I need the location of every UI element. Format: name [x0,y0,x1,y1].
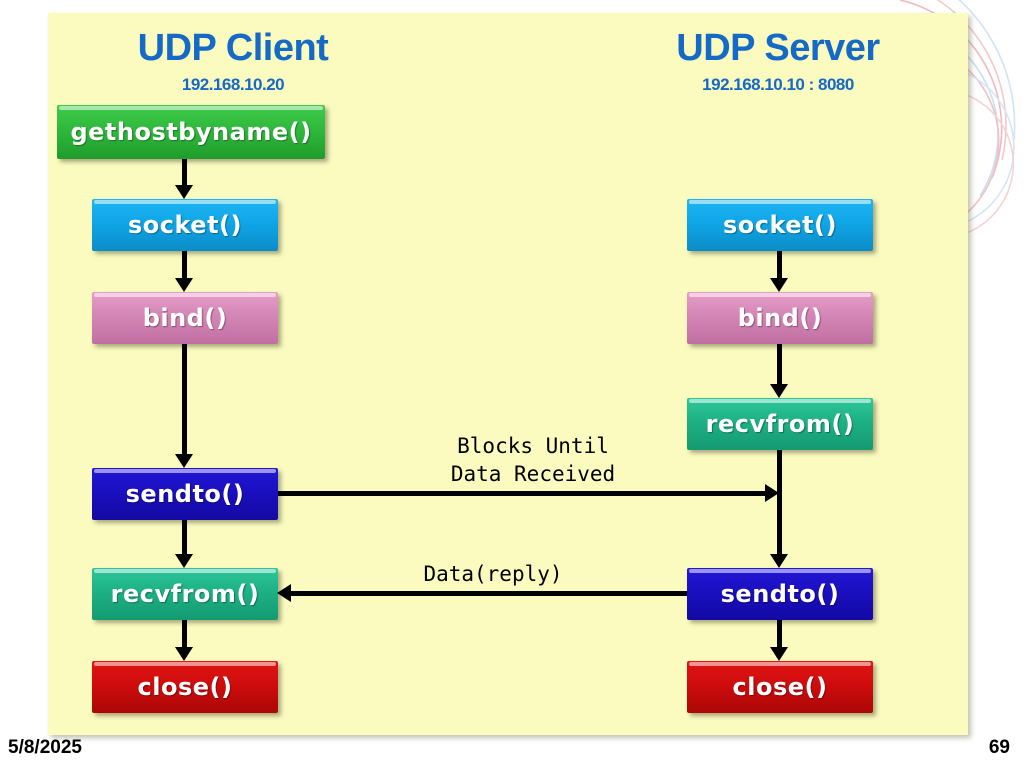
footer-date: 5/8/2025 [8,737,82,758]
client-step-recvfrom-label: recvfrom() [110,580,260,608]
connector-client-socket-bind [182,251,187,278]
arrowhead-reply [277,584,291,602]
client-column-title: UDP Client [137,27,329,69]
arrowhead-server-recvfrom-sendto [770,554,788,568]
arrowhead-client-socket-bind [175,278,193,292]
client-step-close-label: close() [137,673,233,701]
client-step-gethostbyname[interactable]: gethostbyname() [57,105,325,159]
connector-client-sendto-recvfrom [182,520,187,554]
client-step-socket[interactable]: socket() [92,199,278,251]
arrowhead-server-bind-recvfrom [770,384,788,398]
client-step-sendto-label: sendto() [125,480,245,508]
slide-panel: UDP Client 192.168.10.20 UDP Server 192.… [48,13,968,735]
server-step-close[interactable]: close() [687,661,873,713]
connector-client-gethostbyname-socket [182,159,187,187]
server-step-recvfrom[interactable]: recvfrom() [687,398,873,450]
edge-label-reply: Data(reply) [423,562,563,586]
server-step-socket[interactable]: socket() [687,199,873,251]
arrowhead-client-sendto-recvfrom [175,554,193,568]
connector-request-line [278,491,765,496]
server-step-sendto-label: sendto() [720,580,840,608]
arrowhead-client-recvfrom-close [175,647,193,661]
server-step-socket-label: socket() [722,211,837,239]
server-step-sendto[interactable]: sendto() [687,568,873,620]
client-step-close[interactable]: close() [92,661,278,713]
arrowhead-server-socket-bind [770,278,788,292]
arrowhead-client-gethostbyname-socket [175,185,193,199]
server-step-bind[interactable]: bind() [687,292,873,344]
client-step-recvfrom[interactable]: recvfrom() [92,568,278,620]
connector-reply-line [291,591,687,596]
connector-server-socket-bind [777,251,782,278]
connector-server-bind-recvfrom [777,344,782,384]
server-step-close-label: close() [732,673,828,701]
client-step-bind-label: bind() [142,304,228,332]
connector-client-bind-sendto [182,344,187,454]
arrowhead-server-sendto-close [770,647,788,661]
server-column-title: UDP Server [676,27,880,69]
server-step-bind-label: bind() [737,304,823,332]
client-step-bind[interactable]: bind() [92,292,278,344]
edge-label-request: Blocks Until Data Received [450,434,616,486]
server-step-recvfrom-label: recvfrom() [705,410,855,438]
connector-server-sendto-close [777,620,782,647]
server-address-label: 192.168.10.10 : 8080 [702,75,854,94]
client-step-sendto[interactable]: sendto() [92,468,278,520]
connector-client-recvfrom-close [182,620,187,647]
arrowhead-client-bind-sendto [175,454,193,468]
connector-server-recvfrom-sendto [777,450,782,554]
arrowhead-request [765,484,779,502]
footer-page-number: 69 [988,737,1010,758]
client-step-gethostbyname-label: gethostbyname() [70,118,312,146]
client-address-label: 192.168.10.20 [181,75,285,94]
client-step-socket-label: socket() [127,211,242,239]
